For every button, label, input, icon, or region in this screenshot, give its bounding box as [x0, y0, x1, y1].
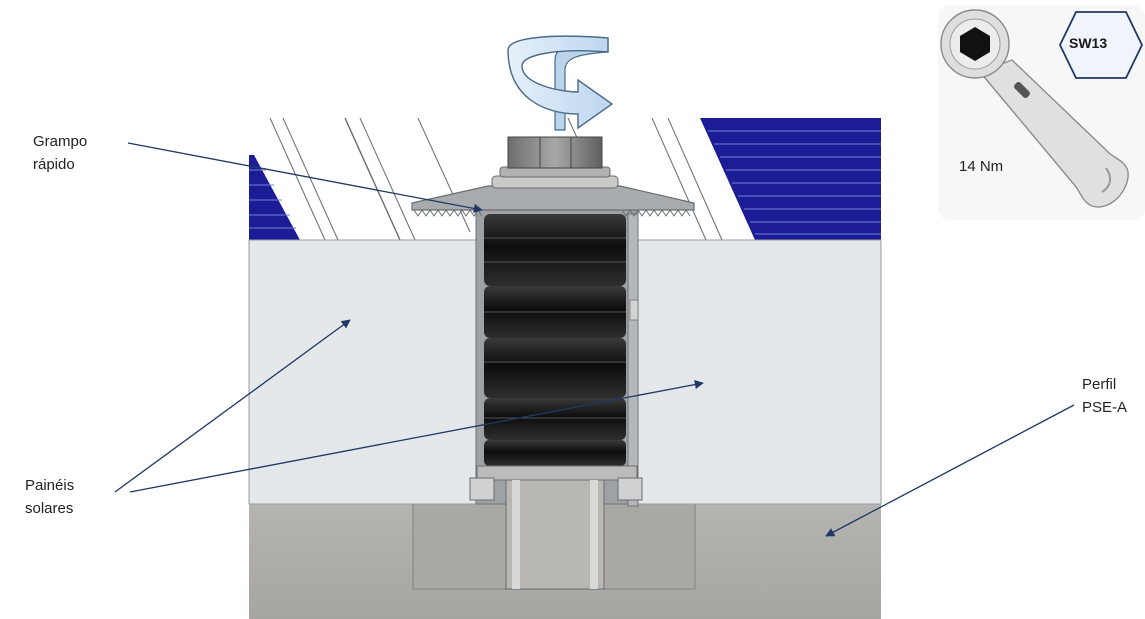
label-profile-line2: PSE-A [1082, 399, 1128, 416]
washer [491, 175, 619, 189]
leader-clamp [127, 142, 483, 213]
hexagon-badge-icon [1058, 11, 1144, 79]
leader-profile [825, 404, 1075, 537]
solar-panel-right [637, 239, 882, 505]
solar-cells-right [700, 118, 881, 240]
clamp-lower-plate [476, 465, 638, 481]
clamp-top-plate [411, 185, 695, 211]
label-panels-line1: Painéis [25, 477, 75, 494]
label-profile-line1: Perfil [1082, 376, 1117, 393]
label-wrench-size: SW13 [1069, 35, 1108, 51]
bolt-shaft [505, 479, 605, 590]
leader-panel-left [114, 319, 351, 493]
label-clamp-line1: Grampo [33, 133, 88, 150]
hex-nut [507, 136, 603, 169]
label-panels-line2: solares [25, 500, 74, 517]
label-profile: Perfil PSE-A [1082, 373, 1127, 419]
label-quick-clamp: Grampo rápido [33, 130, 87, 176]
leader-lines [114, 142, 1075, 537]
label-clamp-line2: rápido [33, 156, 75, 173]
solar-cells-left [249, 155, 300, 240]
label-solar-panels: Painéis solares [25, 474, 74, 520]
rubber-spacer [484, 214, 626, 466]
solar-panel-left [248, 239, 477, 505]
label-torque: 14 Nm [959, 158, 1004, 175]
wrench-inset [938, 5, 1145, 220]
leader-panel-right [129, 380, 704, 493]
ratchet-wrench-icon [940, 9, 1129, 208]
rotation-arrow-icon [507, 35, 614, 131]
